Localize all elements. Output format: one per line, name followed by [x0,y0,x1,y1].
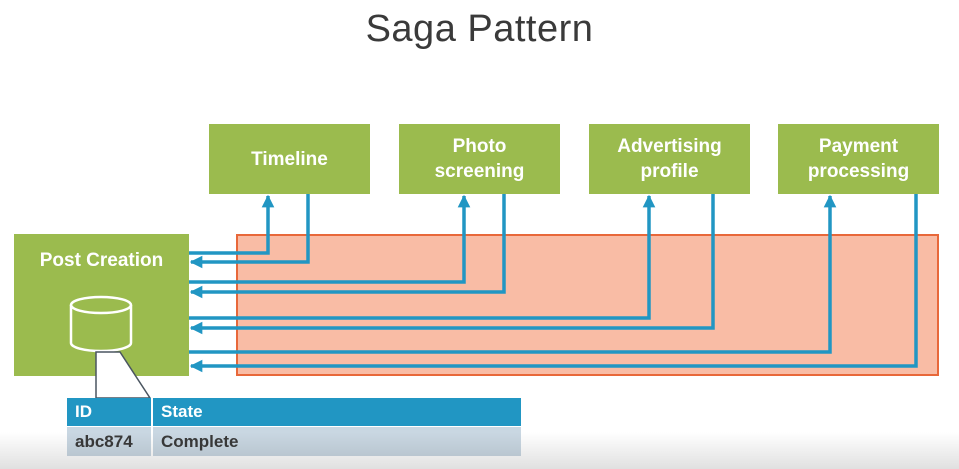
table-row: abc874 Complete [67,426,523,456]
service-photo-screening[interactable]: Photo screening [399,124,560,194]
post-creation-label: Post Creation [39,250,164,271]
arrow-response-photo-screening [189,194,506,299]
service-timeline[interactable]: Timeline [209,124,370,194]
cell-id: abc874 [67,426,153,456]
arrow-request-payment-processing [189,194,837,354]
arrow-request-photo-screening [189,194,471,284]
saga-state-table: ID State abc874 Complete [67,398,523,456]
slide-title: Saga Pattern [365,8,594,50]
table-callout [95,351,152,399]
header-id: ID [67,398,153,427]
database-icon [69,295,133,353]
arrow-response-payment-processing [189,194,918,373]
service-payment-processing[interactable]: Payment processing [778,124,939,194]
arrow-request-timeline [189,194,275,255]
arrow-response-timeline [189,194,310,269]
cell-state: Complete [152,426,523,456]
arrow-request-advertising-profile [189,194,656,320]
arrow-response-advertising-profile [189,194,715,335]
header-state: State [152,398,523,427]
table-header-row: ID State [67,398,523,427]
service-advertising-profile[interactable]: Advertising profile [589,124,750,194]
